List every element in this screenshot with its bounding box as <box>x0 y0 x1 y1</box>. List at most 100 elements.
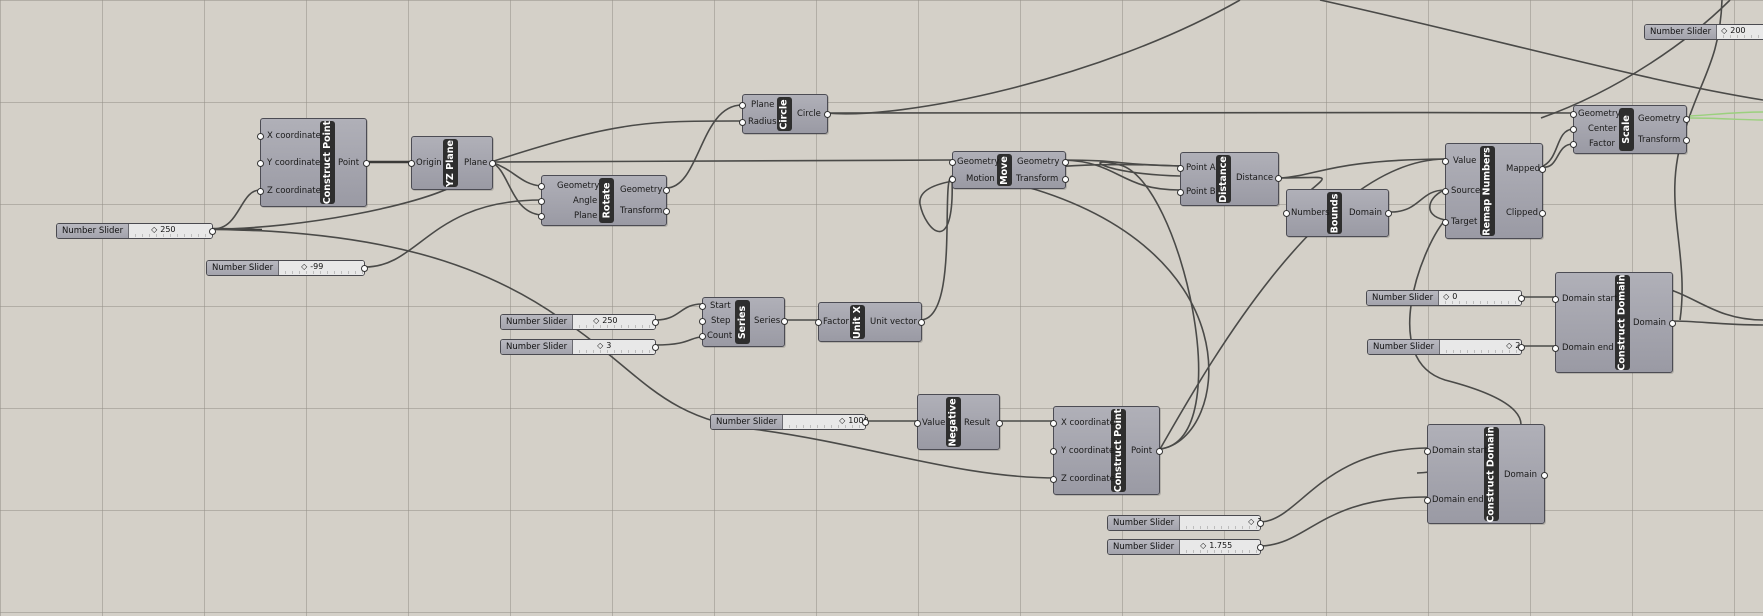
input-port[interactable] <box>1570 111 1577 118</box>
move-component[interactable]: Move Geometry Motion Geometry Transform <box>949 151 1069 189</box>
input-port[interactable] <box>1177 189 1184 196</box>
distance-component[interactable]: Distance Point A Point B Distance <box>1177 152 1282 206</box>
series-component[interactable]: Series Start Step Count Series <box>699 297 788 347</box>
output-port[interactable] <box>361 265 368 272</box>
input-port[interactable] <box>1442 188 1449 195</box>
output-port[interactable] <box>1539 210 1546 217</box>
input-port[interactable] <box>1552 345 1559 352</box>
number-slider[interactable]: Number Slider 200 <box>1644 24 1763 40</box>
port-label: Plane <box>464 158 488 168</box>
output-port[interactable] <box>1257 544 1264 551</box>
input-port[interactable] <box>739 102 746 109</box>
slider-track[interactable]: 200 <box>1717 25 1763 39</box>
input-port[interactable] <box>914 420 921 427</box>
input-port[interactable] <box>1177 165 1184 172</box>
input-port[interactable] <box>538 213 545 220</box>
unit-x-component[interactable]: Unit X Factor Unit vector <box>815 302 925 342</box>
input-port[interactable] <box>815 319 822 326</box>
negative-component[interactable]: Negative Value Result <box>914 394 1003 450</box>
input-port[interactable] <box>1570 141 1577 148</box>
output-port[interactable] <box>918 319 925 326</box>
slider-track[interactable]: 250 <box>573 315 655 329</box>
input-port[interactable] <box>1050 476 1057 483</box>
construct-domain-component[interactable]: Construct Domain Domain start Domain end… <box>1552 272 1676 373</box>
construct-point-component[interactable]: Construct Point X coordinate Y coordinat… <box>1050 406 1163 495</box>
number-slider[interactable]: Number Slider -99 <box>206 260 368 276</box>
number-slider[interactable]: Number Slider 0 <box>1366 290 1525 306</box>
output-port[interactable] <box>1062 159 1069 166</box>
slider-track[interactable]: 1000 <box>783 415 869 429</box>
number-slider[interactable]: Number Slider 1000 <box>710 414 869 430</box>
bounds-component[interactable]: Bounds Numbers Domain <box>1283 189 1392 237</box>
input-port[interactable] <box>1050 420 1057 427</box>
input-port[interactable] <box>1442 219 1449 226</box>
output-port[interactable] <box>1683 137 1690 144</box>
slider-track[interactable]: 1 <box>1180 516 1262 530</box>
output-port[interactable] <box>1541 472 1548 479</box>
output-port[interactable] <box>663 208 670 215</box>
input-port[interactable] <box>1552 296 1559 303</box>
input-port[interactable] <box>1424 497 1431 504</box>
input-port[interactable] <box>1442 158 1449 165</box>
output-port[interactable] <box>652 344 659 351</box>
remap-numbers-component[interactable]: Remap Numbers Value Source Target Mapped… <box>1442 143 1546 239</box>
output-port[interactable] <box>489 160 496 167</box>
input-port[interactable] <box>699 318 706 325</box>
output-port[interactable] <box>1669 320 1676 327</box>
construct-domain-component[interactable]: Construct Domain Domain start Domain end… <box>1424 424 1548 524</box>
slider-track[interactable]: 250 <box>129 224 212 238</box>
output-port[interactable] <box>1539 166 1546 173</box>
output-port[interactable] <box>1518 344 1525 351</box>
slider-track[interactable]: 1.755 <box>1180 540 1260 554</box>
slider-track[interactable]: 2 <box>1440 340 1521 354</box>
number-slider[interactable]: Number Slider 250 <box>500 314 659 330</box>
scale-component[interactable]: Scale Geometry Center Factor Geometry Tr… <box>1570 105 1690 154</box>
input-port[interactable] <box>699 333 706 340</box>
output-port[interactable] <box>1385 210 1392 217</box>
input-port[interactable] <box>1570 126 1577 133</box>
output-port[interactable] <box>781 318 788 325</box>
slider-value: 250 <box>593 316 617 325</box>
slider-track[interactable]: 0 <box>1439 291 1521 305</box>
output-port[interactable] <box>1156 448 1163 455</box>
input-port[interactable] <box>1283 210 1290 217</box>
output-port[interactable] <box>209 228 216 235</box>
number-slider[interactable]: Number Slider 250 <box>56 223 216 239</box>
number-slider[interactable]: Number Slider 2 <box>1367 339 1525 355</box>
component-title: Series <box>735 300 750 344</box>
input-port[interactable] <box>1050 448 1057 455</box>
output-port[interactable] <box>1683 116 1690 123</box>
slider-track[interactable]: 3 <box>573 340 655 354</box>
number-slider[interactable]: Number Slider 1.755 <box>1107 539 1264 555</box>
output-port[interactable] <box>363 160 370 167</box>
output-port[interactable] <box>1062 176 1069 183</box>
input-port[interactable] <box>538 183 545 190</box>
input-port[interactable] <box>699 303 706 310</box>
wire <box>655 303 703 321</box>
output-port[interactable] <box>1518 295 1525 302</box>
number-slider[interactable]: Number Slider 1 <box>1107 515 1264 531</box>
rotate-component[interactable]: Rotate Geometry Angle Plane Geometry Tra… <box>538 175 670 226</box>
number-slider[interactable]: Number Slider 3 <box>500 339 659 355</box>
input-port[interactable] <box>257 160 264 167</box>
input-port[interactable] <box>257 133 264 140</box>
output-port[interactable] <box>1257 520 1264 527</box>
input-port[interactable] <box>538 198 545 205</box>
input-port[interactable] <box>949 159 956 166</box>
output-port[interactable] <box>824 111 831 118</box>
yz-plane-component[interactable]: YZ Plane Origin Plane <box>408 136 496 190</box>
circle-component[interactable]: Circle Plane Radius Circle <box>739 94 831 134</box>
input-port[interactable] <box>739 119 746 126</box>
input-port[interactable] <box>257 188 264 195</box>
output-port[interactable] <box>1275 175 1282 182</box>
slider-track[interactable]: -99 <box>279 261 364 275</box>
input-port[interactable] <box>408 160 415 167</box>
output-port[interactable] <box>663 187 670 194</box>
construct-point-component[interactable]: Construct Point X coordinate Y coordinat… <box>257 118 370 207</box>
output-port[interactable] <box>652 319 659 326</box>
input-port[interactable] <box>949 176 956 183</box>
output-port[interactable] <box>996 420 1003 427</box>
output-port[interactable] <box>862 419 869 426</box>
input-port[interactable] <box>1424 448 1431 455</box>
